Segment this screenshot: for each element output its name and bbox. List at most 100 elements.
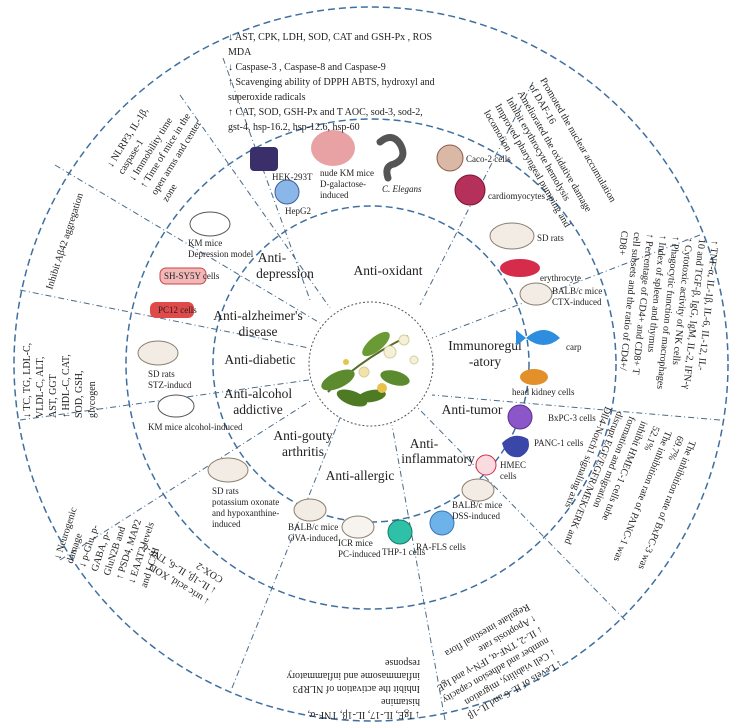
model-sd-pot-l2: potassium oxonate bbox=[212, 497, 279, 507]
outer-bottomleft-block: ↓ uric acid, XOD ↓ IL-1β, IL-6, TNF-α, C… bbox=[138, 540, 225, 607]
outer-top-l1: ↓ AST, CPK, LDH, SOD, CAT and GSH-Px , R… bbox=[228, 32, 432, 43]
model-balbc-ctx-l2: CTX-induced bbox=[552, 297, 602, 307]
model-bxpc: BxPC-3 cells bbox=[548, 413, 596, 423]
label-antitumor: Anti-tumor bbox=[442, 402, 503, 417]
flower bbox=[409, 355, 419, 365]
label-immuno-line1: Immunoregul bbox=[448, 338, 522, 353]
sd-rat-stz-icon bbox=[137, 340, 179, 366]
leaf bbox=[336, 389, 368, 407]
model-sdrats: SD rats bbox=[537, 233, 564, 243]
model-nude-l1: nude KM mice bbox=[320, 168, 374, 178]
outer-top-l3: ↓ Caspase-3 , Caspase-8 and Caspase-9 bbox=[228, 62, 386, 73]
sd-rat-gout-icon bbox=[207, 457, 249, 483]
model-icr-l2: PC-induced bbox=[338, 549, 381, 559]
model-km-dep-l2: Depression model bbox=[188, 249, 254, 259]
outer-left3-block: Inhibit Aβ42 aggregation bbox=[44, 192, 86, 291]
outer-rightbottom-block: The inhibition rate of BxPC-3 was 69.7% … bbox=[562, 405, 698, 571]
outer-l2-l3: AST, GGT bbox=[48, 374, 59, 418]
flower bbox=[398, 334, 410, 346]
model-cardio: cardiomyocytes bbox=[488, 191, 545, 201]
model-caco2: Caco-2 cells bbox=[466, 154, 511, 164]
leaf bbox=[321, 369, 355, 391]
model-celegans: C. Elegans bbox=[382, 184, 422, 194]
model-hek: HEK-293T bbox=[272, 172, 313, 182]
category-labels: Anti-oxidant Immunoregul -atory Anti-tum… bbox=[213, 250, 522, 483]
model-sd-pot-l1: SD rats bbox=[212, 486, 239, 496]
model-carp: carp bbox=[566, 342, 582, 352]
flower bbox=[358, 366, 370, 378]
label-antialz-line2: disease bbox=[239, 324, 278, 339]
outer-bottom2-block: ↓ IgE, IL-17, IL-1β, TNF-α, histamine In… bbox=[287, 657, 420, 720]
leaf bbox=[358, 389, 386, 403]
model-icons bbox=[137, 130, 560, 545]
outer-top-l6: ↑ CAT, SOD, GSH-Px and T AOC, sod-3, sod… bbox=[228, 107, 423, 118]
carp-fish-icon bbox=[516, 330, 560, 346]
hepg2-cell-icon bbox=[274, 179, 300, 205]
outer-l3-l1: Inhibit Aβ42 aggregation bbox=[44, 192, 86, 291]
thp1-cell-icon bbox=[387, 519, 413, 545]
erythrocyte-icon bbox=[500, 259, 540, 277]
outer-b2-l3: Inhibit the activation of NLRP3 bbox=[293, 683, 420, 694]
label-antialcohol-line2: addictive bbox=[233, 402, 282, 417]
model-hmec-l1: HMEC bbox=[500, 460, 526, 470]
model-sd-pot-l3: and hypoxanthine- bbox=[212, 508, 279, 518]
model-pc12: PC12 cells bbox=[158, 305, 197, 315]
outer-top-block: ↓ AST, CPK, LDH, SOD, CAT and GSH-Px , R… bbox=[228, 32, 435, 133]
model-headkidney: head kidney cells bbox=[512, 387, 575, 397]
outer-l2-l1: ↓ TC, TG, LDL-C, bbox=[22, 343, 33, 418]
model-hepg2: HepG2 bbox=[285, 206, 311, 216]
model-balbc-ova-l2: OVA-induced bbox=[288, 533, 338, 543]
icr-mouse-icon bbox=[341, 515, 375, 539]
model-balbc-ctx-l1: BALB/c mice bbox=[552, 286, 602, 296]
km-mouse-alcohol-icon bbox=[157, 394, 195, 418]
model-panc: PANC-1 cells bbox=[534, 438, 584, 448]
label-immuno-line2: -atory bbox=[469, 354, 501, 369]
outer-r-l8: CD8+ bbox=[616, 230, 630, 256]
outer-l2-l6: glycogen bbox=[87, 381, 98, 418]
model-erythro: erythrocyte bbox=[540, 273, 581, 283]
model-nude-l2: D-galactose- bbox=[320, 179, 366, 189]
label-antioxidant: Anti-oxidant bbox=[354, 263, 423, 278]
model-balbc-ova-l1: BALB/c mice bbox=[288, 522, 338, 532]
middle-ring bbox=[125, 118, 617, 610]
label-antialcohol-line1: Anti-alcohol bbox=[224, 386, 292, 401]
model-nude-l3: induced bbox=[320, 190, 349, 200]
label-antigouty-line2: arthritis bbox=[282, 444, 324, 459]
outer-ring bbox=[13, 6, 729, 722]
outer-left2-block: ↓ TC, TG, LDL-C, VLDL-C, ALT, AST, GGT ↑… bbox=[22, 343, 98, 418]
flower-bud bbox=[343, 359, 349, 365]
model-icr-l1: ICR mice bbox=[338, 538, 373, 548]
radial-dividers bbox=[19, 57, 721, 721]
ra-fls-cell-icon bbox=[429, 510, 455, 536]
head-kidney-cell-icon bbox=[520, 369, 548, 385]
outer-left1-block: ↓ Neurogenic damage ↓ p-Glu, p- GABA, p-… bbox=[52, 505, 162, 589]
label-antigouty-line1: Anti-gouty bbox=[273, 428, 332, 443]
model-thp1: THP-1 cells bbox=[382, 547, 426, 557]
flower-bud bbox=[377, 383, 387, 393]
outer-b2-l4: inflammasome and inflammatory bbox=[287, 670, 420, 681]
model-sd-stz-l1: SD rats bbox=[148, 369, 175, 379]
shsy5y-dish-icon bbox=[159, 267, 207, 285]
outer-top-l2: MDA bbox=[228, 47, 252, 58]
pc12-dish-icon bbox=[150, 302, 194, 318]
model-km-dep-l1: KM mice bbox=[188, 238, 222, 248]
balbc-dss-mouse-icon bbox=[461, 478, 495, 502]
flower bbox=[383, 345, 397, 359]
label-antidiabetic: Anti-diabetic bbox=[224, 352, 295, 367]
outer-top-l5: superoxide radicals bbox=[228, 92, 306, 103]
panc1-cell-icon bbox=[502, 435, 529, 458]
label-antiallergic: Anti-allergic bbox=[326, 468, 395, 483]
model-sd-pot-l4: induced bbox=[212, 519, 241, 529]
model-rafls: RA-FLS cells bbox=[416, 542, 466, 552]
nude-mouse-icon bbox=[311, 130, 355, 166]
hmec-cell-icon bbox=[475, 454, 497, 476]
outer-l2-l4: ↑ HDL-C, CAT, bbox=[61, 354, 72, 418]
outer-b2-l1: ↓ IgE, IL-17, IL-1β, TNF-α, bbox=[307, 709, 420, 720]
outer-l2-l2: VLDL-C, ALT, bbox=[35, 357, 46, 418]
sd-rat-icon bbox=[489, 222, 535, 250]
balbc-mouse-icon bbox=[519, 282, 553, 306]
label-antidep-line1: Anti- bbox=[258, 250, 287, 265]
model-balbc-dss-l2: DSS-induced bbox=[452, 511, 500, 521]
model-balbc-dss-l1: BALB/c mice bbox=[452, 500, 502, 510]
